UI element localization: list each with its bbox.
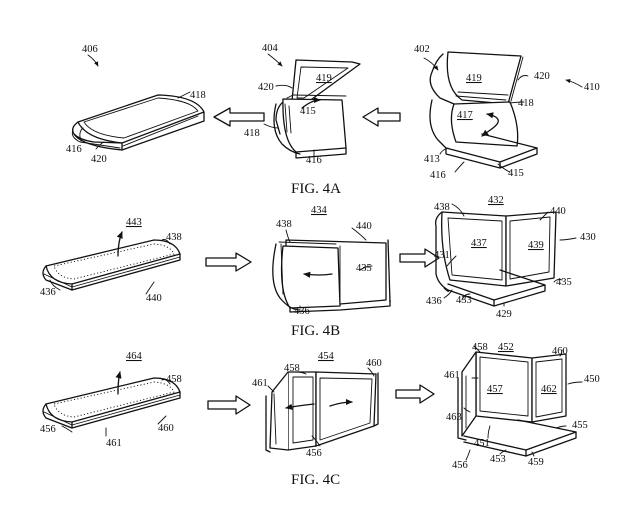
ref-416-b: 416 [306,155,322,166]
ref-419-a: 419 [316,73,332,84]
ref-431: 431 [434,250,450,261]
device-464-folded [42,371,181,429]
ref-460-b: 460 [366,358,382,369]
ref-456-b: 456 [306,448,322,459]
device-402-open [429,51,538,169]
ref-410: 410 [584,82,600,93]
device-454-partial [265,371,379,453]
ref-413: 413 [424,154,440,165]
figure-caption-4a: FIG. 4A [291,181,341,197]
ref-434: 434 [311,205,328,216]
ref-450: 450 [584,374,600,385]
ref-415-a: 415 [300,106,316,117]
ref-440-a: 440 [146,293,162,304]
ref-418-b: 418 [244,128,260,139]
ref-416-a: 416 [66,144,82,155]
ref-416-c: 416 [430,170,446,181]
ref-419-b: 419 [466,73,482,84]
ref-462: 462 [541,384,557,395]
ref-463: 463 [446,412,462,423]
ref-406: 406 [82,44,98,55]
ref-435-b: 435 [556,277,572,288]
device-406-folded [71,94,205,151]
fig-4b [42,203,577,313]
ref-440-b: 440 [356,221,372,232]
ref-436-c: 436 [426,296,442,307]
ref-440-c: 440 [550,206,566,217]
device-404-partial [273,59,361,159]
ref-439: 439 [528,240,544,251]
ref-458-a: 458 [166,374,182,385]
ref-435-a: 435 [356,263,372,274]
ref-404: 404 [262,43,279,54]
ref-437: 437 [471,238,487,249]
fig-4c [42,345,583,461]
ref-461-c: 461 [444,370,460,381]
ref-420-c: 420 [534,71,550,82]
ref-436-a: 436 [40,287,56,298]
arrow-434-to-432 [399,248,440,268]
ref-420-b: 420 [258,82,274,93]
ref-460-a: 460 [158,423,174,434]
arrow-404-to-406 [213,107,265,127]
ref-438-a: 438 [166,232,182,243]
ref-457: 457 [487,384,503,395]
ref-417: 417 [457,110,473,121]
device-434-partial [272,239,391,313]
ref-438-c: 438 [434,202,450,213]
ref-436-b: 436 [294,306,310,317]
ref-456-c: 456 [452,460,468,471]
ref-461-b: 461 [252,378,268,389]
fig-4a [71,51,583,173]
ref-458-b: 458 [284,363,300,374]
ref-452: 452 [498,342,514,353]
arrow-454-to-452 [395,384,435,404]
ref-458-c: 458 [472,342,488,353]
arrow-402-to-404 [362,107,401,127]
ref-415-b: 415 [508,168,524,179]
ref-464: 464 [126,351,143,362]
device-432-open [434,211,557,307]
ref-430: 430 [580,232,596,243]
arrow-464-to-454 [207,395,251,415]
device-452-open [457,351,577,457]
arrow-443-to-434 [205,252,252,272]
ref-456-a: 456 [40,424,56,435]
ref-402: 402 [414,44,430,55]
ref-429: 429 [496,309,512,320]
ref-443: 443 [126,217,142,228]
ref-420-a: 420 [91,154,107,165]
ref-432: 432 [488,195,504,206]
device-443-folded [42,231,181,291]
ref-453: 453 [490,454,506,465]
ref-438-b: 438 [276,219,292,230]
ref-460-c: 460 [552,346,568,357]
figure-caption-4b: FIG. 4B [291,323,340,339]
ref-451: 451 [474,438,490,449]
ref-433: 433 [456,295,472,306]
figure-caption-4c: FIG. 4C [291,472,340,488]
ref-418-c: 418 [518,98,534,109]
ref-461-a: 461 [106,438,122,449]
ref-454: 454 [318,351,335,362]
ref-418-a: 418 [190,90,206,101]
ref-455: 455 [572,420,588,431]
ref-459: 459 [528,457,544,468]
